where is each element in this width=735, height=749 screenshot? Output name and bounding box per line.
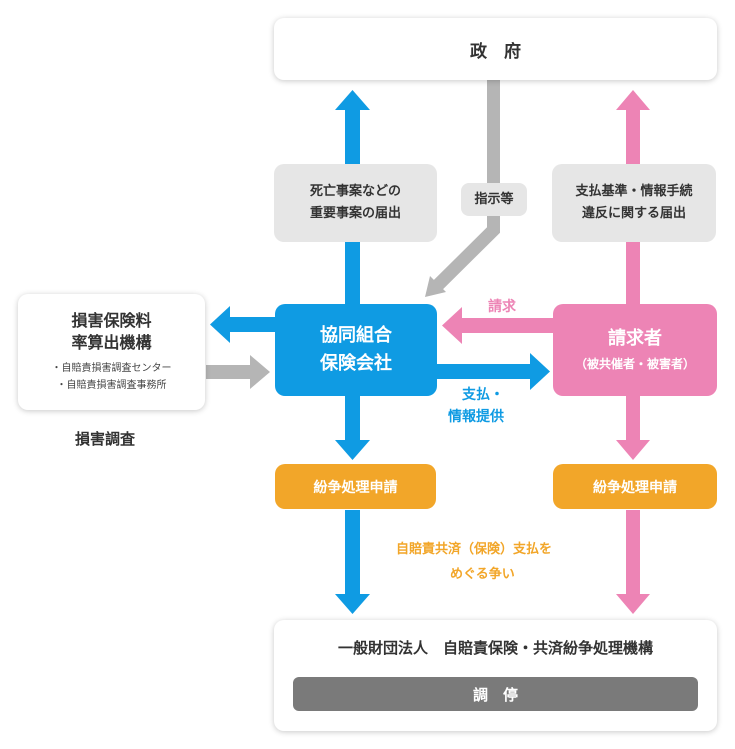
blue-arrow-down-to-organization — [335, 510, 370, 614]
dispute-application-right: 紛争処理申請 — [553, 464, 717, 509]
organization-title: 一般財団法人 自賠責保険・共済紛争処理機構 — [337, 639, 653, 657]
claimant-line2: （被共催者・被害者） — [574, 357, 695, 371]
blue-arrow-left-to-rating-org — [210, 306, 276, 343]
blue-arrow-down-to-dispute — [335, 396, 370, 460]
coop-line2: 保険会社 — [320, 353, 392, 374]
gray-arrow-instructions — [425, 80, 500, 297]
dispute-caption-line1: 自賠責共済（保険）支払を — [396, 542, 553, 557]
coop-line1: 協同組合 — [320, 325, 392, 346]
violation-report-note: 支払基準・情報手続 違反に関する届出 — [552, 164, 716, 242]
damage-investigation-caption: 損害調査 — [75, 430, 136, 448]
request-label: 請求 — [488, 299, 516, 315]
rating-org-title2: 率算出機構 — [71, 333, 152, 352]
dispute-resolution-organization: 一般財団法人 自賠責保険・共済紛争処理機構 調 停 — [274, 620, 717, 731]
death-report-line2: 重要事案の届出 — [309, 206, 401, 221]
government-box: 政 府 — [274, 18, 717, 80]
rating-org-item: ・自賠責損害調査事務所 — [56, 380, 167, 391]
government-label: 政 府 — [470, 41, 521, 62]
death-report-line1: 死亡事案などの — [309, 184, 401, 199]
death-report-note: 死亡事案などの 重要事案の届出 — [274, 164, 437, 242]
mediation-bar: 調 停 — [293, 677, 698, 711]
rating-organization-box: 損害保険料 率算出機構 ・自賠責損害調査センター ・自賠責損害調査事務所 — [18, 294, 205, 410]
instructions-label: 指示等 — [474, 191, 514, 207]
gray-arrow-right-to-coop — [206, 355, 270, 389]
violation-line1: 支払基準・情報手続 — [575, 184, 693, 199]
blue-arrow-right-payment — [437, 353, 550, 390]
mediation-label: 調 停 — [472, 685, 518, 704]
payment-label-line1: 支払・ — [462, 387, 504, 403]
coop-insurer-box: 協同組合 保険会社 — [275, 304, 437, 396]
pink-arrow-down-to-organization — [616, 510, 650, 614]
claimant-line1: 請求者 — [608, 328, 662, 349]
dispute-left-label: 紛争処理申請 — [313, 479, 398, 496]
rating-org-title1: 損害保険料 — [71, 311, 152, 330]
pink-arrow-down-to-dispute — [616, 396, 650, 460]
pink-arrow-left-request — [442, 307, 554, 344]
payment-label-line2: 情報提供 — [448, 409, 504, 425]
claimant-box: 請求者 （被共催者・被害者） — [553, 304, 717, 396]
dispute-caption-line2: めぐる争い — [450, 567, 515, 582]
rating-org-item: ・自賠責損害調査センター — [51, 363, 172, 374]
violation-line2: 違反に関する届出 — [581, 206, 686, 221]
dispute-application-left: 紛争処理申請 — [275, 464, 436, 509]
instructions-note: 指示等 — [461, 183, 527, 216]
dispute-right-label: 紛争処理申請 — [593, 479, 677, 496]
